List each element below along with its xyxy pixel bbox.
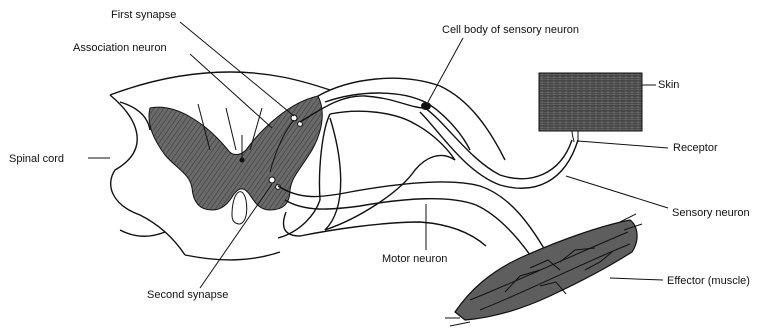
label-effector: Effector (muscle) [667, 275, 750, 287]
effector-muscle [445, 214, 642, 326]
skin-block [539, 73, 642, 142]
label-cell-body: Cell body of sensory neuron [442, 24, 579, 36]
label-skin-group: Skin [642, 79, 679, 91]
label-motor-neuron: Motor neuron [382, 253, 447, 265]
label-motor-neuron-group: Motor neuron [382, 204, 447, 265]
label-first-synapse: First synapse [111, 9, 176, 21]
label-second-synapse: Second synapse [147, 289, 228, 301]
label-sensory-neuron: Sensory neuron [672, 207, 750, 219]
label-effector-group: Effector (muscle) [610, 275, 750, 287]
label-spinal-cord-group: Spinal cord [9, 153, 110, 165]
label-spinal-cord: Spinal cord [9, 153, 64, 165]
label-receptor: Receptor [673, 142, 718, 154]
label-association-neuron: Association neuron [73, 42, 167, 54]
label-receptor-group: Receptor [578, 141, 718, 154]
label-skin: Skin [658, 79, 679, 91]
sensory-neuron-fibre [300, 96, 578, 188]
motor-neuron-fibre [278, 182, 545, 262]
label-sensory-neuron-group: Sensory neuron [566, 176, 750, 219]
label-first-synapse-group: First synapse [111, 9, 294, 116]
